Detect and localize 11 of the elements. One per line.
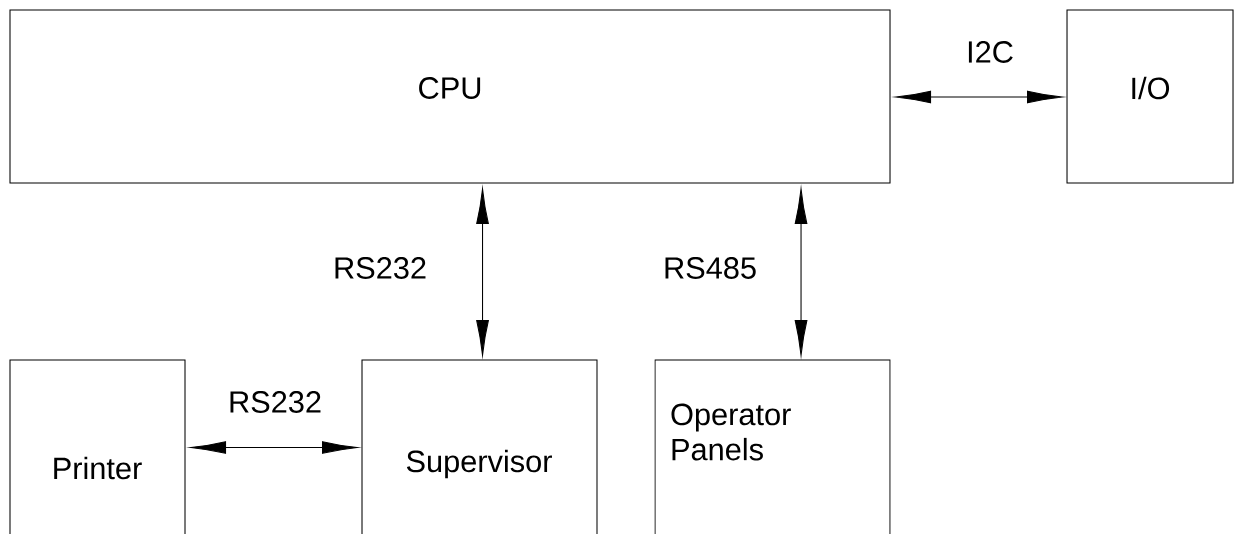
arrow <box>794 188 808 356</box>
edge-label: RS232 <box>226 389 324 415</box>
arrow <box>895 90 1063 104</box>
block-box: I/O <box>1066 9 1234 184</box>
edge-label: RS232 <box>331 255 429 281</box>
edge-label: RS485 <box>661 255 759 281</box>
block-box: Operator Panels <box>654 359 891 534</box>
block-box: Printer <box>9 359 186 534</box>
edge-label: I2C <box>964 39 1016 65</box>
block-box: CPU <box>9 9 891 184</box>
block-box: Supervisor <box>361 359 598 534</box>
